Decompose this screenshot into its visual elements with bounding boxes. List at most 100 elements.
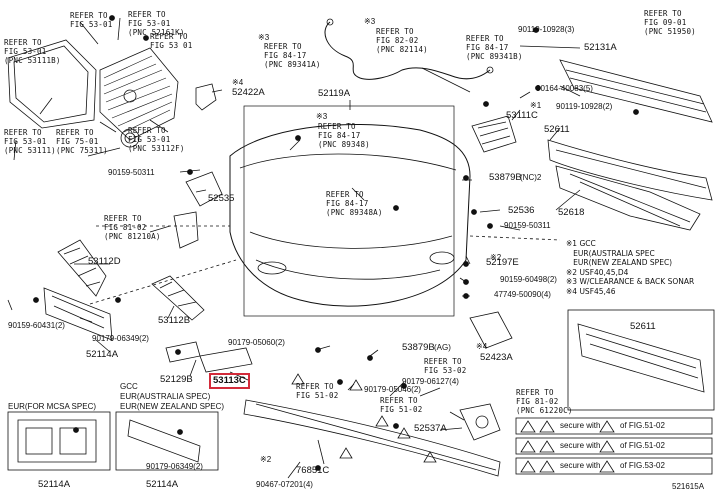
- part-76851c[interactable]: 76851C: [296, 465, 330, 476]
- license-plate-bracket: [43, 287, 113, 341]
- inset-header-eur-mcsa: EUR(FOR MCSA SPEC): [8, 402, 97, 411]
- inset-header-eur-newzealand: EUR(NEW ZEALAND SPEC): [120, 402, 225, 411]
- refer-fig-53-01-pnc53111b[interactable]: REFER TO FIG 53-01 (PNC 53111B): [4, 38, 61, 65]
- fastener-90159-60498-2[interactable]: 90159-60498(2): [500, 275, 557, 284]
- fastener-90179-06349-2-inset[interactable]: 90179-06349(2): [146, 462, 203, 471]
- lower-spoiler: [243, 399, 501, 477]
- part-52114a-inset2[interactable]: 52114A: [146, 479, 179, 490]
- refer-fig-51-02-a[interactable]: REFER TO FIG 51-02: [296, 382, 339, 400]
- part-53879b-nc2: (NC)2: [520, 173, 542, 182]
- fog-cover-52423a: [469, 311, 513, 349]
- warning-box-1: [515, 417, 713, 435]
- warning-text-1b: of FIG.51-02: [620, 421, 665, 430]
- inset-header-gcc: GCC: [120, 382, 138, 391]
- refer-fig-53-01-pnc52161k[interactable]: REFER TO FIG 53-01 (PNC 52161K): [128, 10, 185, 37]
- radiator-grille-inner: [13, 45, 89, 123]
- figure-number: 521615A: [672, 482, 705, 491]
- refer-fig-75-01[interactable]: REFER TO FIG 75-01 (PNC 75311): [56, 128, 108, 155]
- bracket-52422a: [195, 83, 217, 111]
- fastener-90119-10928-2[interactable]: 90119-10928(2): [556, 102, 613, 111]
- fastener-90179-05046-2[interactable]: 90179-05046(2): [364, 385, 421, 394]
- part-53879b-top[interactable]: 53879B: [489, 172, 522, 183]
- warning-text-3a: secure with: [560, 461, 601, 470]
- footnote-mark-3a: ※3: [258, 33, 270, 42]
- footnote-mark-3c: ※3: [316, 112, 328, 121]
- part-53112b[interactable]: 53112B: [158, 315, 191, 326]
- fog-bracket-left: [173, 211, 199, 249]
- part-52536[interactable]: 52536: [508, 205, 535, 216]
- bracket-53111c: [471, 115, 517, 153]
- footnote-mark-3b: ※3: [364, 17, 376, 26]
- emblem: [123, 89, 137, 103]
- fastener-90179-05060-2[interactable]: 90179-05060(2): [228, 338, 285, 347]
- part-52537a[interactable]: 52537A: [414, 423, 447, 434]
- part-53112d[interactable]: 53112D: [88, 256, 121, 267]
- refer-fig-53-01-pnc53111[interactable]: REFER TO FIG 53-01 (PNC 53111): [4, 128, 56, 155]
- emblem-round: [120, 128, 140, 148]
- refer-fig-53-01-upper[interactable]: REFER TO FIG 53 01: [150, 32, 193, 50]
- retainer-53113c: [199, 347, 253, 373]
- part-52535[interactable]: 52535: [208, 193, 235, 204]
- lower-grille-53112d: [57, 239, 107, 297]
- part-52611-inset[interactable]: 52611: [630, 321, 656, 332]
- part-52422a[interactable]: 52422A: [232, 87, 265, 98]
- part-52114a-inset1[interactable]: 52114A: [38, 479, 71, 490]
- refer-fig-53-01-top[interactable]: REFER TO FIG 53-01: [70, 11, 113, 29]
- legend-notes: ※1 GCC EUR(AUSTRALIA SPEC EUR(NEW ZEALAN…: [566, 239, 695, 296]
- refer-fig-84-17-pnc89341b[interactable]: REFER TO FIG 84-17 (PNC 89341B): [466, 34, 523, 61]
- part-52114a[interactable]: 52114A: [86, 349, 119, 360]
- bumper-cover: [229, 123, 471, 307]
- part-53113c-highlighted[interactable]: 53113C: [209, 373, 250, 389]
- warning-text-2b: of FIG.51-02: [620, 441, 665, 450]
- refer-fig-81-02-pnc61220c[interactable]: REFER TO FIG 81-02 (PNC 61220C): [516, 388, 573, 415]
- fastener-90119-10928-3[interactable]: 90119-10928(3): [518, 25, 575, 34]
- inset-left-1: [7, 411, 111, 471]
- footnote-mark-1: ※1: [530, 101, 542, 110]
- fastener-90164-40083-5[interactable]: 90164-40083(5): [536, 84, 593, 93]
- bumper-bracket-52535: [185, 171, 223, 207]
- refer-fig-53-02[interactable]: REFER TO FIG 53-02: [424, 357, 467, 375]
- part-52618[interactable]: 52618: [558, 207, 585, 218]
- fastener-90159-50311-left[interactable]: 90159-50311: [108, 168, 155, 177]
- fog-lamp: [459, 403, 501, 441]
- footnote-mark-4a: ※4: [232, 78, 244, 87]
- inset-header-eur-australia: EUR(AUSTRALIA SPEC): [120, 392, 211, 401]
- part-52119a[interactable]: 52119A: [318, 88, 351, 99]
- part-52423a[interactable]: 52423A: [480, 352, 513, 363]
- fastener-90159-60431-2[interactable]: 90159-60431(2): [8, 321, 65, 330]
- bracket-52129b: [165, 341, 201, 363]
- part-53111c[interactable]: 53111C: [506, 110, 538, 121]
- part-52131a[interactable]: 52131A: [584, 42, 617, 53]
- refer-fig-09-01[interactable]: REFER TO FIG 09-01 (PNC 51950): [644, 9, 696, 36]
- refer-fig-84-17-pnc89341a[interactable]: REFER TO FIG 84-17 (PNC 89341A): [264, 42, 321, 69]
- refer-fig-84-17-pnc89348a[interactable]: REFER TO FIG 84-17 (PNC 89348A): [326, 190, 383, 217]
- fastener-90179-06349-2[interactable]: 90179-06349(2): [92, 334, 149, 343]
- fastener-47749-50090-4[interactable]: 47749-50090(4): [494, 290, 551, 299]
- refer-fig-51-02-b[interactable]: REFER TO FIG 51-02: [380, 396, 423, 414]
- refer-fig-53-01-pnc53112f[interactable]: REFER TO FIG 53-01 (PNC 53112F): [128, 126, 185, 153]
- warning-box-3: [515, 457, 713, 475]
- footnote-mark-2b: ※2: [260, 455, 272, 464]
- part-52129b[interactable]: 52129B: [160, 374, 193, 385]
- bumper-reinforcement: [559, 59, 713, 123]
- fastener-90159-50311-right[interactable]: 90159-50311: [504, 221, 551, 230]
- part-53879b-mid[interactable]: 53879B: [402, 342, 435, 353]
- part-52197e[interactable]: 52197E: [486, 257, 519, 268]
- bumper-absorber: [547, 139, 713, 201]
- footnote-mark-4b: ※4: [476, 342, 488, 351]
- warning-box-2: [515, 437, 713, 455]
- warning-text-1a: secure with: [560, 421, 601, 430]
- inset-right: [567, 309, 715, 411]
- fastener-90179-06127-4[interactable]: 90179-06127(4): [402, 377, 459, 386]
- refer-fig-81-02-pnc81210a[interactable]: REFER TO FIG 81-02 (PNC 81210A): [104, 214, 161, 241]
- refer-fig-82-02-pnc82114[interactable]: REFER TO FIG 82-02 (PNC 82114): [376, 27, 428, 54]
- fastener-90467-07201-4[interactable]: 90467-07201(4): [256, 480, 313, 489]
- part-53879b-ag: (AG): [434, 343, 451, 352]
- radiator-grille-main: [99, 47, 179, 141]
- refer-fig-84-17-pnc89348[interactable]: REFER TO FIG 84-17 (PNC 89348): [318, 122, 370, 149]
- part-52611[interactable]: 52611: [544, 124, 570, 135]
- footnote-mark-2: ※2: [490, 253, 502, 262]
- warning-text-2a: secure with: [560, 441, 601, 450]
- radiator-grille-frame: [7, 39, 97, 129]
